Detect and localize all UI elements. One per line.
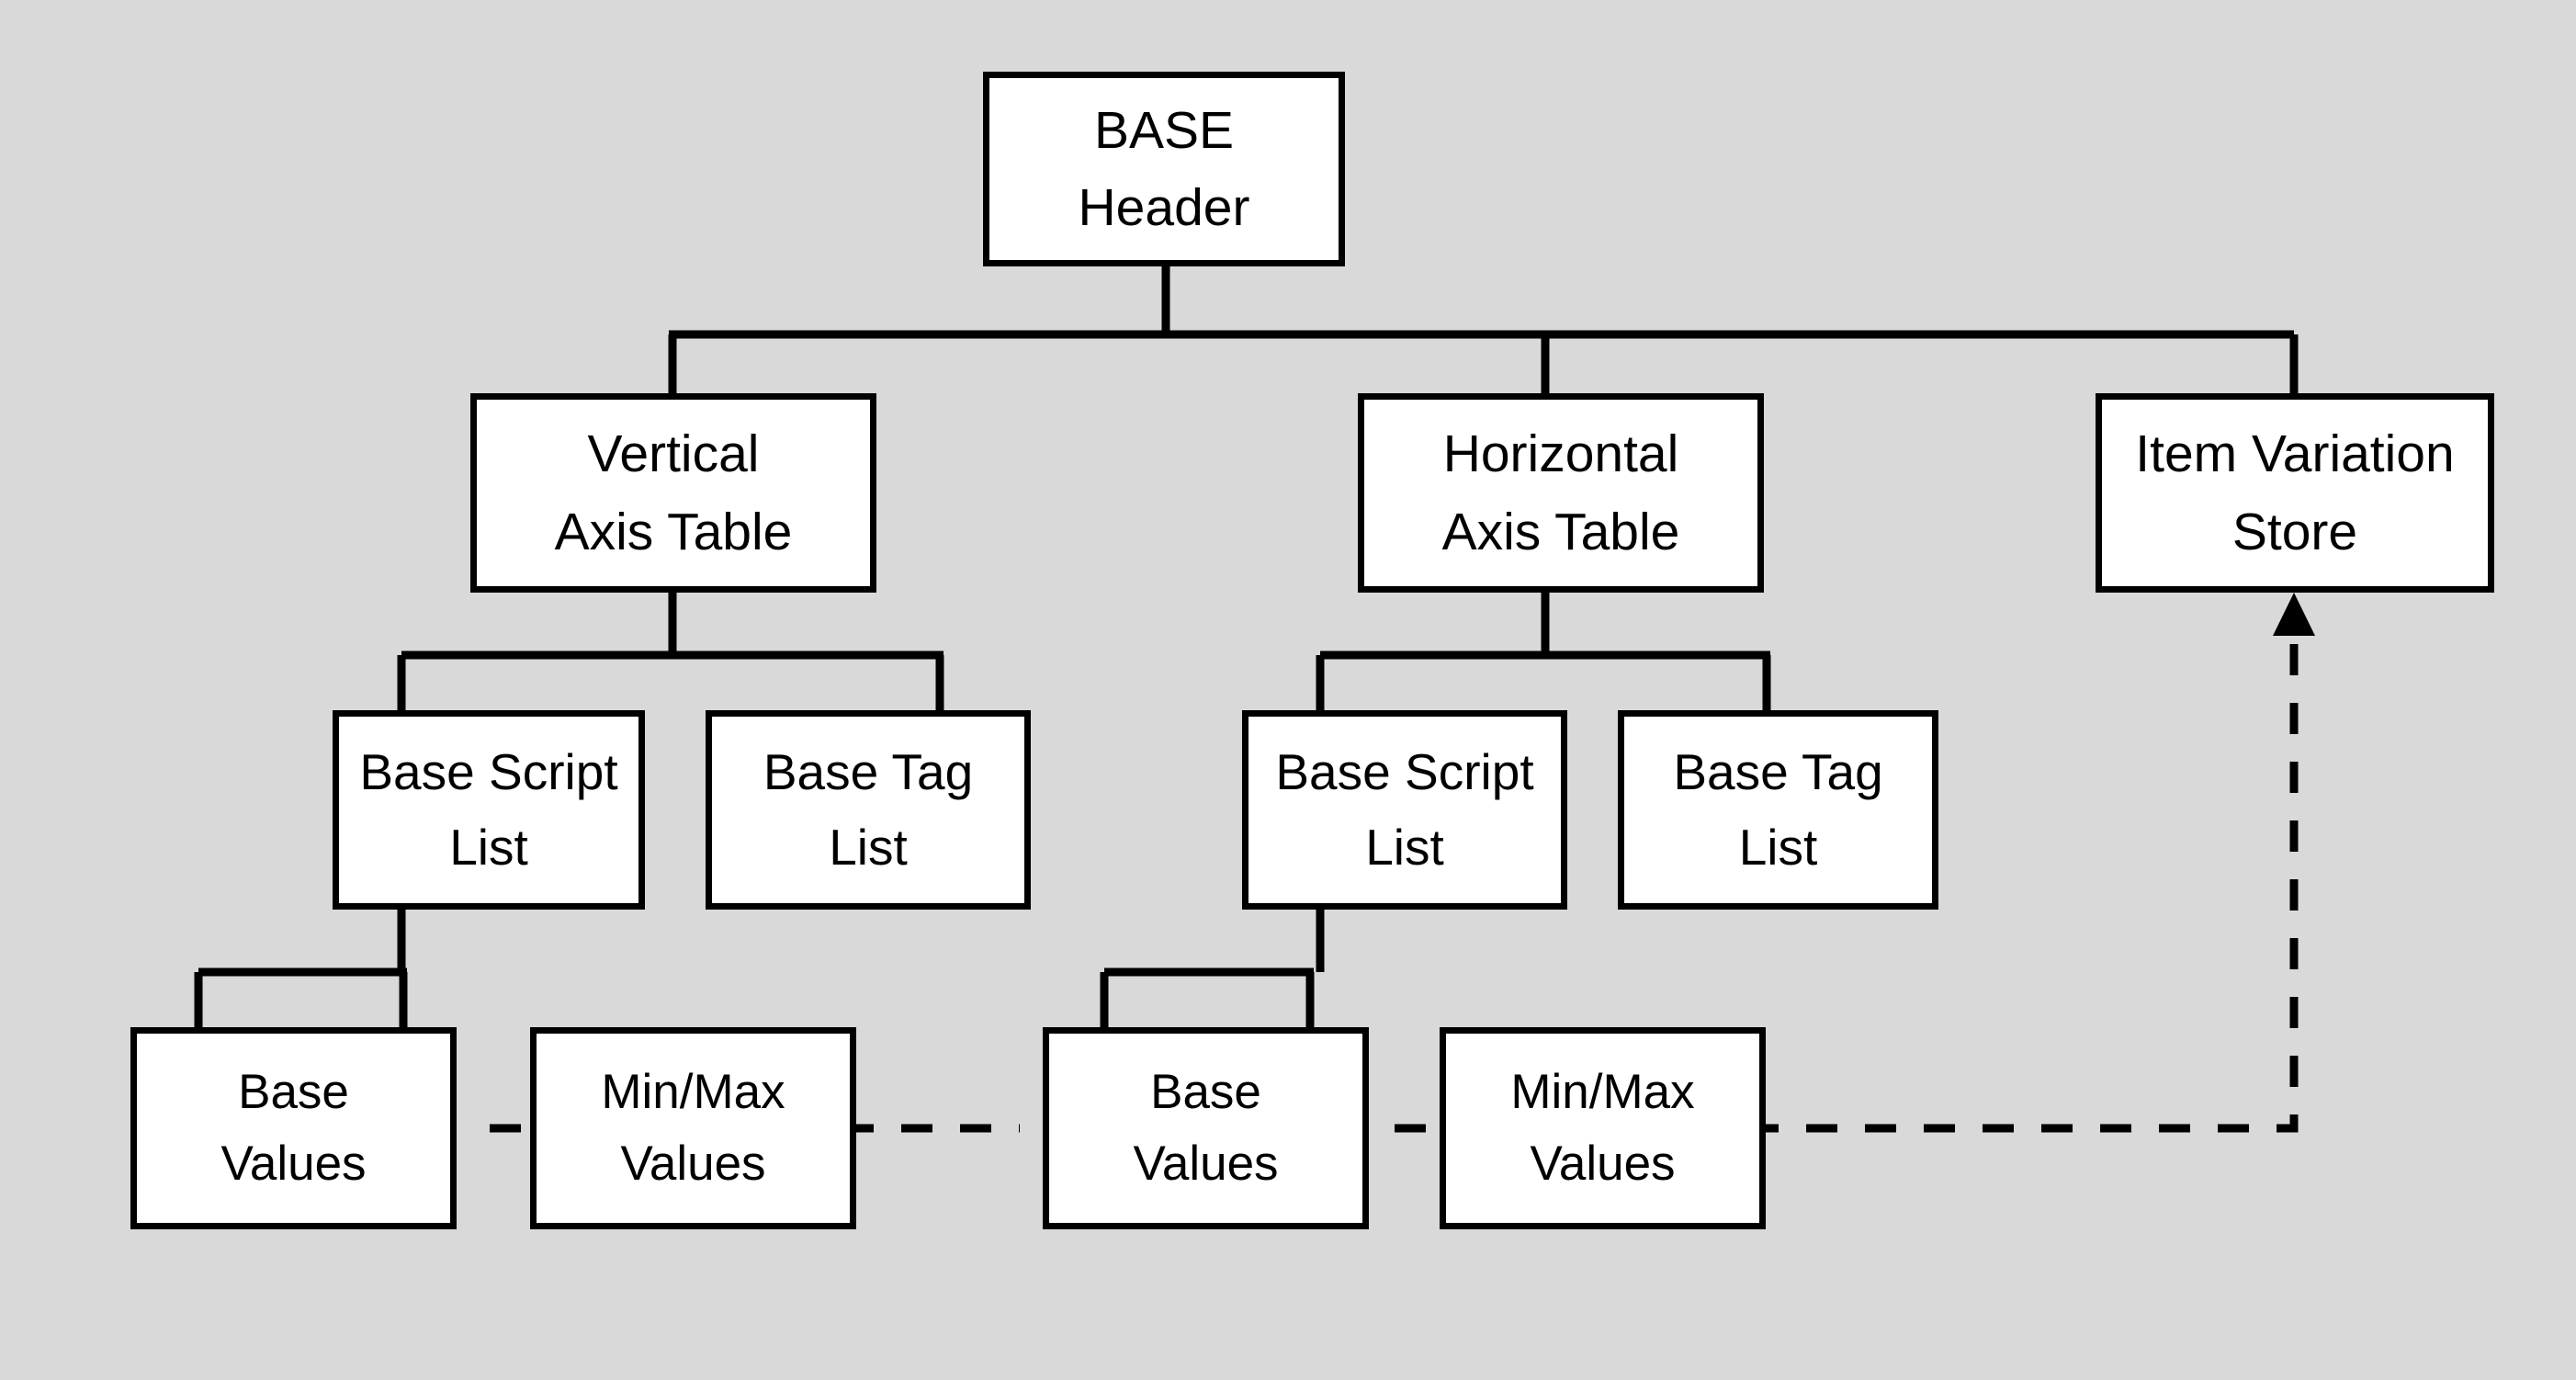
vertical-base-script-list-node[interactable]: Base Script List: [333, 710, 645, 910]
vertical-axis-table-line-2: Axis Table: [554, 502, 793, 561]
horizontal-base-tag-list-line-1: Base Tag: [1673, 743, 1883, 801]
vertical-base-values-line-2: Values: [220, 1137, 367, 1191]
vertical-minmax-values-line-2: Values: [620, 1137, 766, 1191]
vertical-minmax-values-line-1: Min/Max: [601, 1064, 785, 1119]
base-header-line-1: BASE: [1093, 100, 1235, 160]
vertical-base-tag-list-line-1: Base Tag: [763, 743, 974, 801]
vertical-minmax-values-node[interactable]: Min/Max Values: [530, 1027, 856, 1229]
horizontal-minmax-values-line-2: Values: [1530, 1137, 1676, 1191]
item-variation-store-line-2: Store: [2231, 502, 2358, 561]
horizontal-base-script-list-node[interactable]: Base Script List: [1242, 710, 1567, 910]
horizontal-script-to-values-bus: [1100, 910, 1325, 1027]
item-variation-store-line-1: Item Variation: [2135, 424, 2455, 484]
horizontal-base-values-line-2: Values: [1133, 1137, 1279, 1191]
vertical-base-values-line-1: Base: [238, 1064, 349, 1119]
horizontal-base-script-list-line-1: Base Script: [1275, 743, 1534, 801]
horizontal-base-values-node[interactable]: Base Values: [1043, 1027, 1369, 1229]
horizontal-axis-table-node[interactable]: Horizontal Axis Table: [1358, 393, 1764, 593]
vertical-axis-to-children-bus: [397, 593, 944, 710]
vertical-axis-table-node[interactable]: Vertical Axis Table: [470, 393, 876, 593]
vertical-script-to-values-bus: [194, 910, 408, 1027]
base-header-line-2: Header: [1078, 178, 1250, 237]
vertical-base-tag-list-node[interactable]: Base Tag List: [706, 710, 1031, 910]
horizontal-axis-table-line-2: Axis Table: [1441, 502, 1680, 561]
horizontal-minmax-values-line-1: Min/Max: [1510, 1064, 1695, 1119]
arrowhead-up-icon: [2273, 593, 2315, 636]
base-header-to-axis-tables-bus: [668, 266, 2299, 393]
horizontal-minmax-values-node[interactable]: Min/Max Values: [1440, 1027, 1766, 1229]
horizontal-base-tag-list-line-2: List: [1738, 818, 1818, 876]
vertical-axis-table-line-1: Vertical: [587, 424, 760, 484]
vertical-base-values-node[interactable]: Base Values: [130, 1027, 457, 1229]
vertical-base-script-list-line-1: Base Script: [359, 743, 618, 801]
horizontal-axis-table-line-1: Horizontal: [1442, 424, 1679, 484]
base-header-node[interactable]: BASE Header: [983, 72, 1345, 266]
horizontal-axis-to-children-bus: [1316, 593, 1771, 710]
horizontal-base-values-line-1: Base: [1150, 1064, 1261, 1119]
horizontal-base-script-list-line-2: List: [1365, 818, 1444, 876]
horizontal-base-tag-list-node[interactable]: Base Tag List: [1618, 710, 1938, 910]
vertical-base-script-list-line-2: List: [449, 818, 528, 876]
item-variation-store-node[interactable]: Item Variation Store: [2096, 393, 2494, 593]
vertical-base-tag-list-line-2: List: [829, 818, 908, 876]
